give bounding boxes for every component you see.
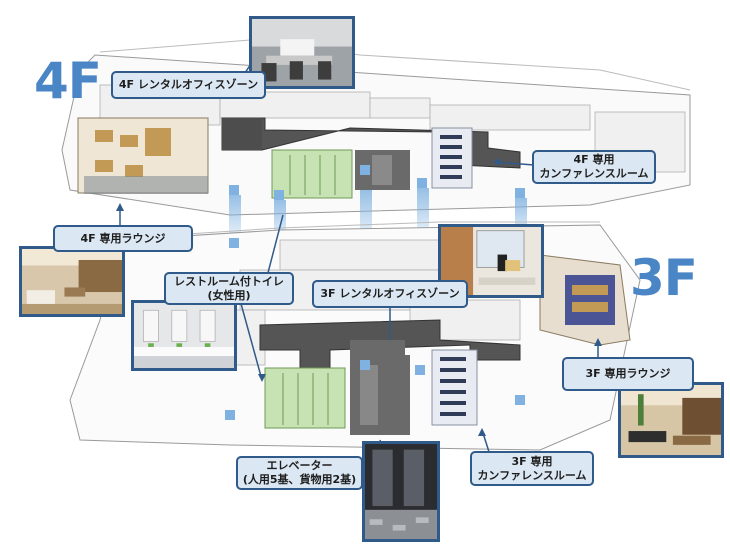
photo-4f-office bbox=[249, 16, 355, 89]
callout-4f-office-zone-text: 4F レンタルオフィスゾーン bbox=[118, 78, 259, 92]
callout-3f-lounge-text: 3F 専用ラウンジ bbox=[585, 367, 671, 381]
callout-4f-lounge-text: 4F 専用ラウンジ bbox=[80, 231, 166, 245]
callout-4f-lounge: 4F 専用ラウンジ bbox=[53, 225, 193, 252]
photo-restroom bbox=[131, 300, 237, 371]
photo-elevator bbox=[362, 441, 440, 542]
photo-4f-lounge bbox=[19, 246, 125, 317]
callout-3f-office-zone: 3F レンタルオフィスゾーン bbox=[312, 280, 468, 308]
callout-3f-conference-line2: カンファレンスルーム bbox=[477, 468, 587, 482]
photo-3f-lounge bbox=[618, 382, 724, 458]
callout-elevator-line2: (人用5基、貨物用2基) bbox=[242, 473, 357, 486]
floor-label-4f: 4F bbox=[34, 52, 102, 110]
floor-4f-plan bbox=[61, 39, 691, 216]
callout-3f-conference-room: 3F 専用 カンファレンスルーム bbox=[470, 451, 594, 486]
callout-restroom-line2: (女性用) bbox=[207, 288, 251, 302]
callout-restroom: レストルーム付トイレ (女性用) bbox=[164, 272, 294, 305]
callout-4f-conference-room: 4F 専用 カンファレンスルーム bbox=[532, 150, 656, 184]
callout-3f-conference-line1: 3F 専用 bbox=[511, 454, 553, 468]
callout-4f-conference-line2: カンファレンスルーム bbox=[539, 167, 649, 180]
callout-4f-conference-line1: 4F 専用 bbox=[573, 153, 615, 167]
callout-elevator-line1: エレベーター bbox=[266, 459, 333, 473]
callout-restroom-line1: レストルーム付トイレ bbox=[174, 274, 284, 288]
callout-3f-office-zone-text: 3F レンタルオフィスゾーン bbox=[320, 287, 460, 301]
callout-4f-office-zone: 4F レンタルオフィスゾーン bbox=[111, 71, 266, 99]
callout-elevator: エレベーター (人用5基、貨物用2基) bbox=[236, 456, 363, 490]
floor-label-3f: 3F bbox=[630, 249, 698, 307]
callout-3f-lounge: 3F 専用ラウンジ bbox=[562, 357, 694, 391]
